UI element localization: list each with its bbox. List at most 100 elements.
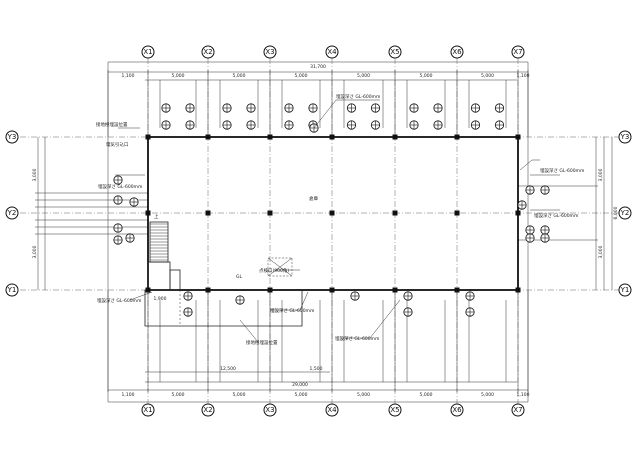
grid-bubble-x5-top: X5 <box>388 45 402 59</box>
ground-marker <box>403 291 413 301</box>
ground-marker <box>433 120 443 130</box>
column <box>329 134 335 140</box>
ground-marker <box>494 103 505 113</box>
ground-marker <box>540 225 550 235</box>
column <box>267 210 273 216</box>
ground-marker <box>113 235 123 245</box>
grid-bubble-x6-bottom: X6 <box>450 403 464 417</box>
grid-bubble-y3-left: Y3 <box>5 130 19 144</box>
svg-text:Y1: Y1 <box>620 286 630 294</box>
dim-right-overall: 6,000 <box>613 206 619 219</box>
ground-marker <box>309 123 319 133</box>
ground-marker <box>113 175 123 185</box>
grid-bubble-x2-top: X2 <box>201 45 215 59</box>
svg-text:X1: X1 <box>143 406 152 414</box>
column <box>454 210 460 216</box>
stair <box>149 221 169 263</box>
ground-marker <box>409 120 419 130</box>
dim-top-bay-6: 5,000 <box>420 73 433 79</box>
ground-marker <box>403 307 413 317</box>
column <box>145 134 151 140</box>
grid-bubble-x7-top: X7 <box>511 45 525 59</box>
room-label: 倉庫 <box>309 195 318 202</box>
column <box>515 134 521 140</box>
stair-label: 上 <box>154 213 159 220</box>
ground-markers <box>113 103 550 317</box>
dim-bottom-bay-4: 5,000 <box>295 392 308 398</box>
building-outline <box>144 136 519 327</box>
column <box>454 287 460 293</box>
grid-bubble-x1-top: X1 <box>141 45 155 59</box>
note-depth-right1: 埋設深さ GL-600mm <box>540 167 584 174</box>
dim-bottom-bay-6: 5,000 <box>420 392 433 398</box>
ground-marker <box>183 291 193 301</box>
column <box>145 210 151 216</box>
dim-bottom-bay-8: 1,100 <box>517 392 530 398</box>
grid-bubble-x2-bottom: X2 <box>201 403 215 417</box>
ground-marker <box>284 103 294 113</box>
extension-lines <box>107 70 529 392</box>
ground-marker <box>129 197 139 207</box>
svg-text:Y2: Y2 <box>7 209 17 217</box>
ground-marker <box>370 120 381 130</box>
column <box>329 210 335 216</box>
svg-text:X1: X1 <box>143 48 152 56</box>
column <box>515 287 521 293</box>
ground-marker <box>222 120 232 130</box>
svg-text:Y2: Y2 <box>620 209 630 217</box>
ground-marker <box>183 307 193 317</box>
ground-marker <box>222 103 232 113</box>
dim-bottom-bay-1: 1,100 <box>122 392 135 398</box>
dim-bottom-bay-3: 5,000 <box>233 392 246 398</box>
ground-marker <box>540 185 550 195</box>
svg-text:X5: X5 <box>390 406 399 414</box>
svg-text:X6: X6 <box>452 48 462 56</box>
note-depth-right2: 埋設深さ GL-600mm <box>534 212 578 219</box>
ground-marker <box>540 233 550 243</box>
column <box>145 287 151 293</box>
dim-top-bay-4: 5,000 <box>295 73 308 79</box>
ground-marker <box>113 195 123 205</box>
note-depth-left: 埋設深さ GL-600mm <box>98 183 142 190</box>
ground-marker <box>525 233 535 243</box>
ground-marker <box>433 103 443 113</box>
ground-marker <box>185 103 195 113</box>
svg-text:X4: X4 <box>327 48 337 56</box>
ground-marker <box>125 233 135 243</box>
grid-bubble-x7-bottom: X7 <box>511 403 525 417</box>
grid-bubble-y3-right: Y3 <box>618 130 632 144</box>
dim-top-bay-7: 5,000 <box>481 73 494 79</box>
dim-left-1: 3,000 <box>32 168 38 181</box>
note-ground-bottom: 接地極埋設位置 <box>246 339 278 346</box>
ground-marker <box>308 103 318 113</box>
note-depth-bl: 埋設深さ GL-600mm <box>97 297 141 304</box>
grid-bubble-y2-left: Y2 <box>5 206 19 220</box>
column <box>267 287 273 293</box>
svg-text:Y3: Y3 <box>620 133 630 141</box>
dim-left-2: 3,000 <box>32 245 38 258</box>
leader-lines <box>115 99 560 343</box>
note-entry: 電気引込口 <box>106 141 129 148</box>
ground-marker <box>465 291 475 301</box>
dimension-texts: 31,700 29,000 12,500 1,500 1,900 3,000 3… <box>32 64 619 398</box>
ground-marker <box>113 223 123 233</box>
dim-top-overall: 31,700 <box>310 64 326 70</box>
ground-marker <box>185 120 195 130</box>
dim-stair: 1,900 <box>154 296 167 302</box>
dim-bottom-bay-5: 5,000 <box>357 392 370 398</box>
svg-text:X6: X6 <box>452 406 462 414</box>
grid-bubble-x5-bottom: X5 <box>388 403 402 417</box>
ground-marker <box>246 120 256 130</box>
svg-text:Y3: Y3 <box>7 133 17 141</box>
note-depth-bc: 埋設深さ GL-600mm <box>270 307 314 314</box>
grid-bubble-x3-top: X3 <box>263 45 277 59</box>
ground-marker <box>470 103 481 113</box>
note-depth-br: 埋設深さ GL-600mm <box>335 335 379 342</box>
grid-bubble-x6-top: X6 <box>450 45 464 59</box>
grid-bubble-x1-bottom: X1 <box>141 403 155 417</box>
ground-marker <box>494 120 505 130</box>
ground-marker <box>235 295 245 305</box>
dim-top-bay-2: 5,000 <box>172 73 185 79</box>
